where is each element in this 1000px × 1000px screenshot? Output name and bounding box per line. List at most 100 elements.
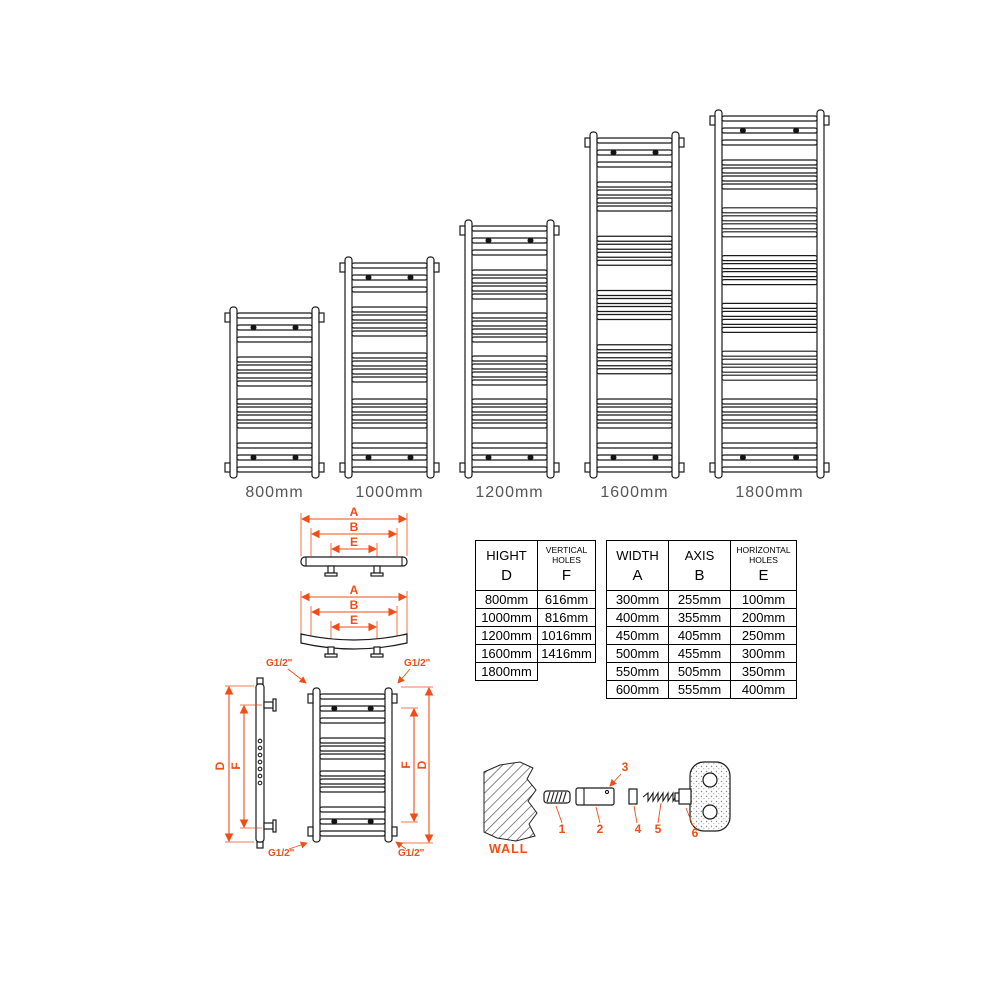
mounting-dot [292,454,299,461]
column-header-width-a: WIDTH A [606,540,669,591]
table-row: 550mm 505mm 350mm [606,662,797,681]
mounting-dot [407,274,414,281]
side-view-diagram: D F [213,677,277,849]
table-row: 1200mm 1016mm [475,626,596,645]
table-cell: 355mm [668,608,731,627]
mounting-dot [527,454,534,461]
mounting-dot [739,454,746,461]
mounting-dot [485,237,492,244]
column-header-axis-b: AXIS B [668,540,731,591]
dim-label-height-d: D [213,761,227,770]
radiator-drawing [224,306,325,479]
front-view-dimensions: F D G1/2" G1/2" G1/2" G1/2" [266,658,434,859]
mounting-dot [367,705,374,712]
radiator-drawing [307,687,398,843]
table-cell: 250mm [730,626,797,645]
table-cell: 555mm [668,680,731,699]
table-row: 1600mm 1416mm [475,644,596,663]
part-number-6: 6 [692,826,699,840]
radiator-size-label: 1600mm [600,484,668,501]
dim-label-axis-b: B [350,598,359,612]
top-view-curved-diagram: A B E [300,583,408,658]
table-row: 1000mm 816mm [475,608,596,627]
dim-label-holes-f: F [399,761,413,768]
dim-label-height-d: D [415,760,429,769]
dim-label-holes-e: E [350,535,358,549]
table-cell: 1016mm [537,626,596,645]
mounting-dot [610,149,617,156]
table-cell: 616mm [537,590,596,609]
part-number-3: 3 [622,760,629,774]
table-cell: 450mm [606,626,669,645]
mounting-dot [367,818,374,825]
part-number-5: 5 [655,822,662,836]
table-row: 600mm 555mm 400mm [606,680,797,699]
mounting-dot [292,324,299,331]
radiator-size-label: 1200mm [475,484,543,501]
table-row: 1800mm [475,662,596,681]
wall-label: WALL [489,842,528,856]
table-row: 400mm 355mm 200mm [606,608,797,627]
mounting-dot [250,324,257,331]
table-cell: 505mm [668,662,731,681]
wall-mounting-diagram: WALL [483,760,731,856]
mounting-dot [793,127,800,134]
part-number-4: 4 [635,822,642,836]
table-cell: 400mm [730,680,797,699]
radiator-size-label: 1800mm [735,484,803,501]
table-cell: 550mm [606,662,669,681]
mounting-dot [652,454,659,461]
rail-bracket-section [678,761,731,832]
thread-label-bottom-left: G1/2" [268,848,295,859]
table-header-row: WIDTH A AXIS B HORİZONTAL HOLES E [606,540,797,591]
table-cell: 200mm [730,608,797,627]
table-cell: 405mm [668,626,731,645]
radiator-size-label: 800mm [245,484,303,501]
mounting-dot [331,705,338,712]
mounting-dot [365,454,372,461]
mounting-dot [407,454,414,461]
table-cell: 600mm [606,680,669,699]
mounting-dot [331,818,338,825]
table-row: 450mm 405mm 250mm [606,626,797,645]
mounting-dot [610,454,617,461]
column-header-vertical-holes-f: VERTICAL HOLES F [537,540,596,591]
table-header-row: HIGHT D VERTICAL HOLES F [475,540,596,591]
table-cell: 400mm [606,608,669,627]
column-header-hight-d: HIGHT D [475,540,538,591]
thread-label-bottom-right: G1/2" [398,848,425,859]
part-number-1: 1 [559,822,566,836]
table-row: 300mm 255mm 100mm [606,590,797,609]
width-table: WIDTH A AXIS B HORİZONTAL HOLES E 300mm … [606,540,797,699]
table-cell: 300mm [730,644,797,663]
table-cell: 1000mm [475,608,538,627]
table-cell: 1416mm [537,644,596,663]
mounting-dot [652,149,659,156]
height-table: HIGHT D VERTICAL HOLES F 800mm 616mm 100… [475,540,596,681]
washer-plate [628,788,638,805]
table-row: 500mm 455mm 300mm [606,644,797,663]
mounting-dot [793,454,800,461]
table-cell: 350mm [730,662,797,681]
table-cell: 255mm [668,590,731,609]
dim-label-width-a: A [350,505,359,519]
table-cell: 300mm [606,590,669,609]
dim-label-width-a: A [350,583,359,597]
mounting-dot [485,454,492,461]
part-number-2: 2 [597,822,604,836]
wall-cross-section [483,761,538,842]
table-cell: 1600mm [475,644,538,663]
dim-label-holes-e: E [350,613,358,627]
thread-label-top-right: G1/2" [404,658,431,669]
table-cell: 816mm [537,608,596,627]
radiator-size-range [224,109,830,843]
radiator-size-label: 1000mm [355,484,423,501]
table-cell: 455mm [668,644,731,663]
table-cell: 1800mm [475,662,538,681]
table-cell: 100mm [730,590,797,609]
thread-label-top-left: G1/2" [266,658,293,669]
radiator-drawing [709,109,830,479]
table-cell: 500mm [606,644,669,663]
